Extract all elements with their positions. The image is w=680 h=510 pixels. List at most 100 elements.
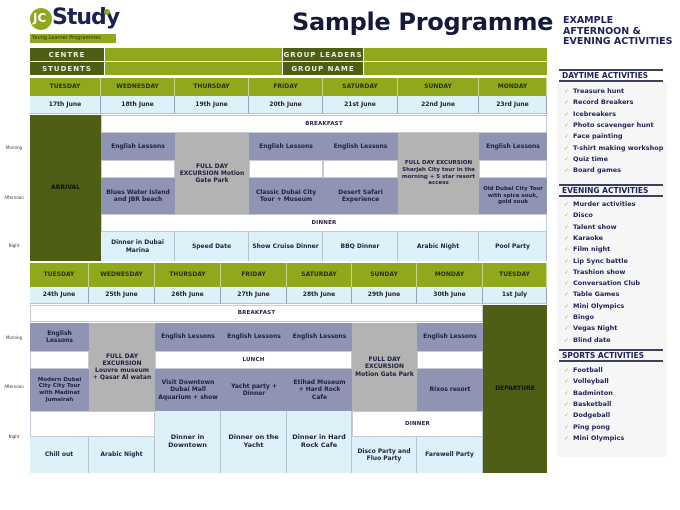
activity-item: ✓Photo scavenger hunt: [564, 120, 654, 131]
english-lessons-cell: English Lessons: [417, 323, 483, 351]
evening-activity-cell: Show Cruise Dinner: [249, 232, 323, 261]
evening-activity-cell: Dinner in Hard Rock Cafe: [287, 411, 352, 473]
week2-date: 1st July: [483, 287, 547, 304]
check-icon: ✓: [564, 167, 570, 175]
logo-name: Study: [52, 5, 120, 30]
check-icon: ✓: [564, 121, 570, 129]
students-field[interactable]: [105, 62, 282, 75]
excursion-cell: FULL DAY EXCURSION Sharjah City tour in …: [398, 133, 479, 214]
evening-activity-cell: Arabic Night: [398, 232, 479, 261]
week1-date: 19th June: [175, 96, 249, 114]
activity-item: ✓Table Games: [564, 289, 619, 300]
evening-activity-cell: Farewell Party: [417, 437, 483, 473]
logo-tagline: Young Learner Programmes: [30, 34, 116, 43]
check-icon: ✓: [564, 400, 570, 408]
centre-field[interactable]: [105, 48, 282, 61]
week1-date: 17th June: [30, 96, 101, 114]
empty-slot: [417, 351, 483, 369]
week2-day-header: TUESDAY: [483, 263, 547, 287]
week1-date: 20th June: [249, 96, 323, 114]
check-icon: ✓: [564, 434, 570, 442]
afternoon-activity-cell: Desert Safari Experience: [323, 178, 398, 214]
arrival-block: ARRIVAL: [30, 115, 101, 261]
evening-activity-cell: Pool Party: [479, 232, 547, 261]
english-lessons-cell: English Lessons: [323, 133, 398, 160]
check-icon: ✓: [564, 133, 570, 141]
check-icon: ✓: [564, 268, 570, 276]
group-leaders-field[interactable]: [364, 48, 547, 61]
check-icon: ✓: [564, 223, 570, 231]
week2-day-header: FRIDAY: [221, 263, 287, 287]
week1-day-header: FRIDAY: [249, 78, 323, 96]
afternoon-activity-cell: Yacht party + Dinner: [221, 369, 287, 411]
activity-item: ✓T-shirt making workshop: [564, 143, 663, 154]
evening-activity-cell: Chill out: [30, 437, 89, 473]
activity-item: ✓Mini Olympics: [564, 433, 624, 444]
time-label-morning: Morning: [5, 335, 23, 340]
week2-day-header: TUESDAY: [30, 263, 89, 287]
check-icon: ✓: [564, 257, 570, 265]
activity-item: ✓Icebreakers: [564, 109, 616, 120]
week2-date: 26th June: [155, 287, 221, 304]
week2-day-header: THURSDAY: [155, 263, 221, 287]
check-icon: ✓: [564, 201, 570, 208]
week2-day-header: MONDAY: [417, 263, 483, 287]
sidebar-title: EXAMPLE AFTERNOON & EVENING ACTIVITIES: [563, 15, 673, 48]
section-heading-daytime: DAYTIME ACTIVITIES: [559, 69, 663, 82]
check-icon: ✓: [564, 378, 570, 386]
time-label-morning: Morning: [5, 145, 23, 150]
week1-day-header: SATURDAY: [323, 78, 398, 96]
week1-day-header: WEDNESDAY: [101, 78, 175, 96]
activity-item: ✓Record Breakers: [564, 97, 633, 108]
check-icon: ✓: [564, 234, 570, 242]
activity-item: ✓Film night: [564, 244, 610, 255]
evening-activity-cell: Speed Date: [175, 232, 249, 261]
activity-item: ✓Lip Sync battle: [564, 256, 628, 267]
activity-item: ✓Ping pong: [564, 422, 610, 433]
empty-slot: [249, 160, 323, 178]
departure-block: DEPARTURE: [483, 305, 547, 473]
week1-day-header: MONDAY: [479, 78, 547, 96]
check-icon: ✓: [564, 302, 570, 310]
centre-label: CENTRE: [30, 48, 104, 61]
check-icon: ✓: [564, 367, 570, 374]
week1-date: 21st June: [323, 96, 398, 114]
empty-slot: [30, 351, 89, 369]
week2-date: 29th June: [352, 287, 417, 304]
check-icon: ✓: [564, 246, 570, 254]
activity-item: ✓Dodgeball: [564, 410, 610, 421]
activity-item: ✓Treasure hunt: [564, 86, 624, 97]
activity-item: ✓Trashion show: [564, 267, 625, 278]
activity-item: ✓Face painting: [564, 131, 623, 142]
afternoon-activity-cell: Old Dubai City Tour with spice souk, gol…: [479, 178, 547, 214]
check-icon: ✓: [564, 412, 570, 420]
week2-date: 25th June: [89, 287, 155, 304]
empty-slot: [479, 160, 547, 178]
breakfast-row: BREAKFAST: [101, 115, 547, 133]
evening-activity-cell: Disco Party and Fluo Party: [352, 437, 417, 473]
page-title: Sample Programme: [292, 8, 554, 36]
check-icon: ✓: [564, 144, 570, 152]
activity-item: ✓Mini Olympics: [564, 301, 624, 312]
group-name-field[interactable]: [364, 62, 547, 75]
afternoon-activity-cell: Classic Dubai City Tour + Museum: [249, 178, 323, 214]
english-lessons-cell: English Lessons: [287, 323, 352, 351]
activity-item: ✓Blind date: [564, 335, 611, 346]
logo-mark: JC: [30, 8, 52, 30]
week2-date: 24th June: [30, 287, 89, 304]
afternoon-activity-cell: Rixos resort: [417, 369, 483, 411]
week1-day-header: SUNDAY: [398, 78, 479, 96]
week1-date: 18th June: [101, 96, 175, 114]
activity-item: ✓Vegas Night: [564, 323, 617, 334]
group-name-label: GROUP NAME: [283, 62, 363, 75]
week2-day-header: SUNDAY: [352, 263, 417, 287]
afternoon-activity-cell: Etihad Museum + Hard Rock Cafe: [287, 369, 352, 411]
activity-item: ✓Board games: [564, 165, 621, 176]
activity-item: ✓Quiz time: [564, 154, 608, 165]
week1-day-header: TUESDAY: [30, 78, 101, 96]
lunch-row: LUNCH: [155, 351, 352, 369]
check-icon: ✓: [564, 212, 570, 220]
english-lessons-cell: English Lessons: [249, 133, 323, 160]
week2-date: 28th June: [287, 287, 352, 304]
evening-activity-cell: Dinner in Downtown: [155, 411, 221, 473]
